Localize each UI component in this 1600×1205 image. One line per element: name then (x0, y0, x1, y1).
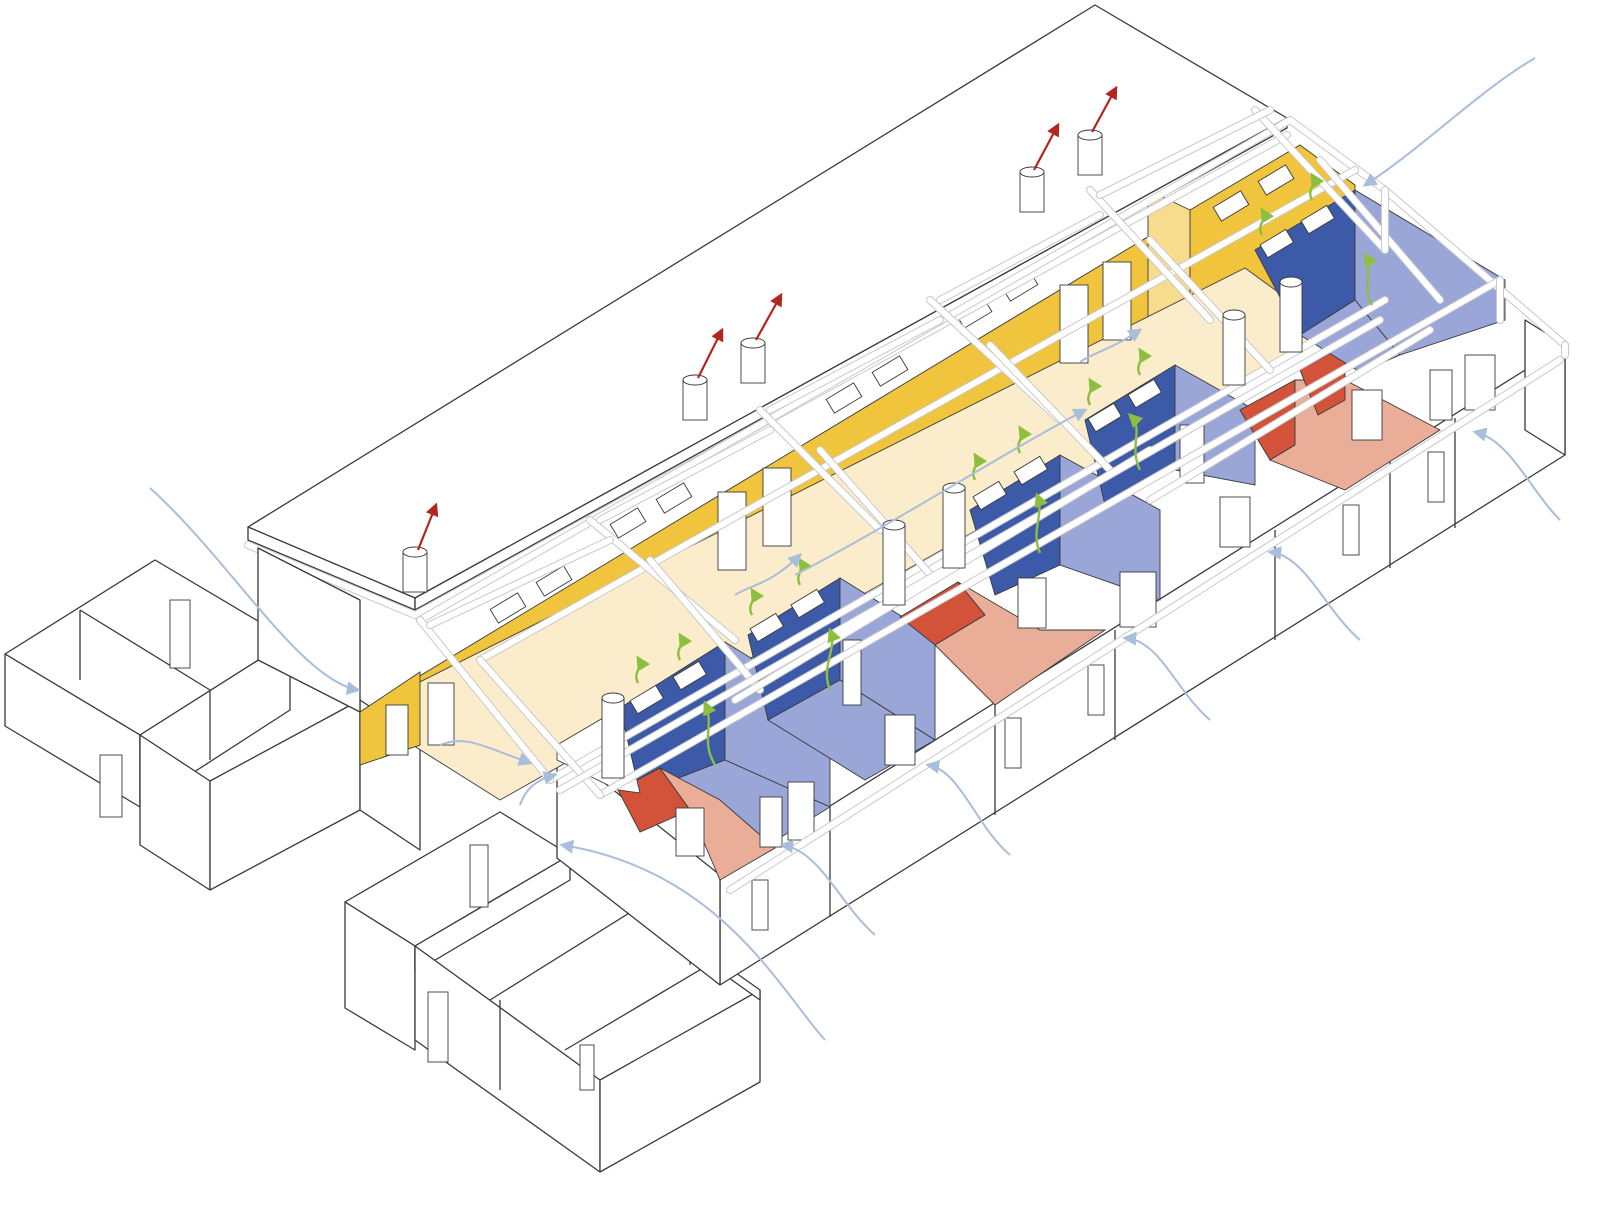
exhaust-arrow-icon (1091, 85, 1118, 133)
rising-air-arrow-icon (1259, 207, 1275, 236)
rising-air-arrow-icon (1087, 377, 1103, 406)
rising-air-arrow-icon (825, 627, 841, 691)
exhaust-arrow-icon (416, 502, 439, 551)
clerestory-window (871, 355, 909, 387)
rising-air-arrow-icon (1034, 492, 1048, 554)
annex-door (579, 1044, 595, 1091)
room-window (1259, 228, 1295, 259)
ventilation-chimneys (402, 129, 1303, 779)
room-window (972, 480, 1008, 511)
rising-air-arrow-icon (677, 632, 693, 661)
fresh-air-flow-arrow-icon (149, 487, 361, 695)
corridor-door (385, 704, 409, 756)
facade-window (1087, 664, 1105, 716)
room-window (749, 612, 785, 643)
facade-glazed-door (787, 781, 815, 841)
room-window (790, 588, 826, 619)
room-window (1127, 378, 1163, 409)
facade-glazed-door (884, 714, 916, 766)
rising-air-arrow-icon (1137, 347, 1153, 376)
front-facade-openings (751, 354, 1496, 931)
annex-door (427, 991, 449, 1063)
room-window (672, 660, 708, 691)
clerestory-window (655, 482, 693, 514)
clerestory-window (609, 507, 647, 539)
fresh-air-flow-arrow-icon (1472, 427, 1561, 521)
facade-glazed-door (1219, 496, 1251, 548)
ventilation-chimney-icon (1279, 276, 1303, 353)
room-window (1013, 455, 1049, 486)
room-door (675, 807, 705, 857)
facade-window (1427, 451, 1445, 503)
fresh-air-flow-arrow-icon (925, 759, 1011, 856)
fresh-air-flow-arrow-icon (1122, 631, 1211, 721)
rising-air-arrow-icon (749, 587, 765, 616)
roof-truss-structure (416, 106, 1569, 894)
corridor-door (762, 467, 792, 547)
fresh-air-flow-arrow-icon (734, 553, 802, 596)
annex-door (99, 754, 123, 818)
fresh-air-flow-arrow-icon (1267, 545, 1361, 641)
clerestory-window (1212, 190, 1250, 222)
exhaust-arrow-icon (697, 327, 724, 379)
exhaust-arrows (416, 85, 1118, 551)
fresh-air-flow-arrow-icon (559, 839, 826, 1041)
fresh-air-flow-arrow-icon (779, 839, 876, 936)
room-window (629, 684, 665, 715)
corridor-windows (489, 164, 1295, 624)
facade-window (751, 879, 769, 931)
left-annex-wing (4, 559, 421, 891)
rising-air-arrow-icon (635, 655, 651, 684)
ventilation-chimney-icon (601, 692, 625, 779)
exhaust-arrow-icon (1033, 122, 1060, 171)
facade-glazed-door (759, 796, 783, 848)
room-windows (629, 204, 1336, 715)
fresh-air-flow-arrow-icon (794, 408, 1088, 576)
rising-air-arrow-icon (1309, 172, 1325, 201)
fresh-air-flow-arrow-icon (1079, 328, 1143, 363)
annex-door (169, 599, 191, 669)
ventilation-chimney-icon (1077, 129, 1103, 176)
ventilation-chimney-icon (740, 337, 766, 384)
fresh-air-flow-arrow-icon (519, 770, 558, 806)
clerestory-window (535, 565, 573, 597)
rising-air-arrow-icon (1017, 425, 1033, 454)
ventilation-chimney-icon (942, 482, 966, 569)
ventilation-chimney-icon (1222, 309, 1246, 386)
ventilation-chimney-icon (882, 519, 906, 606)
room-door (1351, 389, 1383, 441)
ventilation-chimney-icon (402, 546, 428, 593)
facade-window (1004, 717, 1022, 769)
room-door (1017, 577, 1047, 629)
rising-air-arrow-icon (972, 452, 988, 481)
exhaust-arrow-icon (755, 292, 783, 341)
corridor-door (717, 491, 747, 571)
rising-air-arrow-icon (1363, 252, 1378, 306)
rising-air-arrow-icon (703, 700, 717, 766)
ventilation-chimney-icon (1019, 166, 1045, 213)
annex-door (469, 844, 489, 908)
facade-glazed-door (1429, 369, 1453, 421)
clerestory-window (1257, 164, 1295, 196)
rising-air-arrow-icon (1127, 412, 1144, 471)
ventilation-chimney-icon (682, 374, 708, 421)
room-window (1087, 402, 1123, 433)
room-red (899, 581, 1107, 706)
room-window (1300, 204, 1336, 235)
clerestory-window (825, 382, 863, 414)
clerestory-window (489, 592, 527, 624)
warm-air-arrows (635, 172, 1378, 766)
fresh-air-arrows (149, 57, 1561, 1041)
fresh-air-flow-arrow-icon (439, 740, 533, 766)
corridor-door (427, 682, 455, 746)
facade-window (1342, 504, 1360, 556)
fresh-air-flow-arrow-icon (1362, 57, 1536, 187)
